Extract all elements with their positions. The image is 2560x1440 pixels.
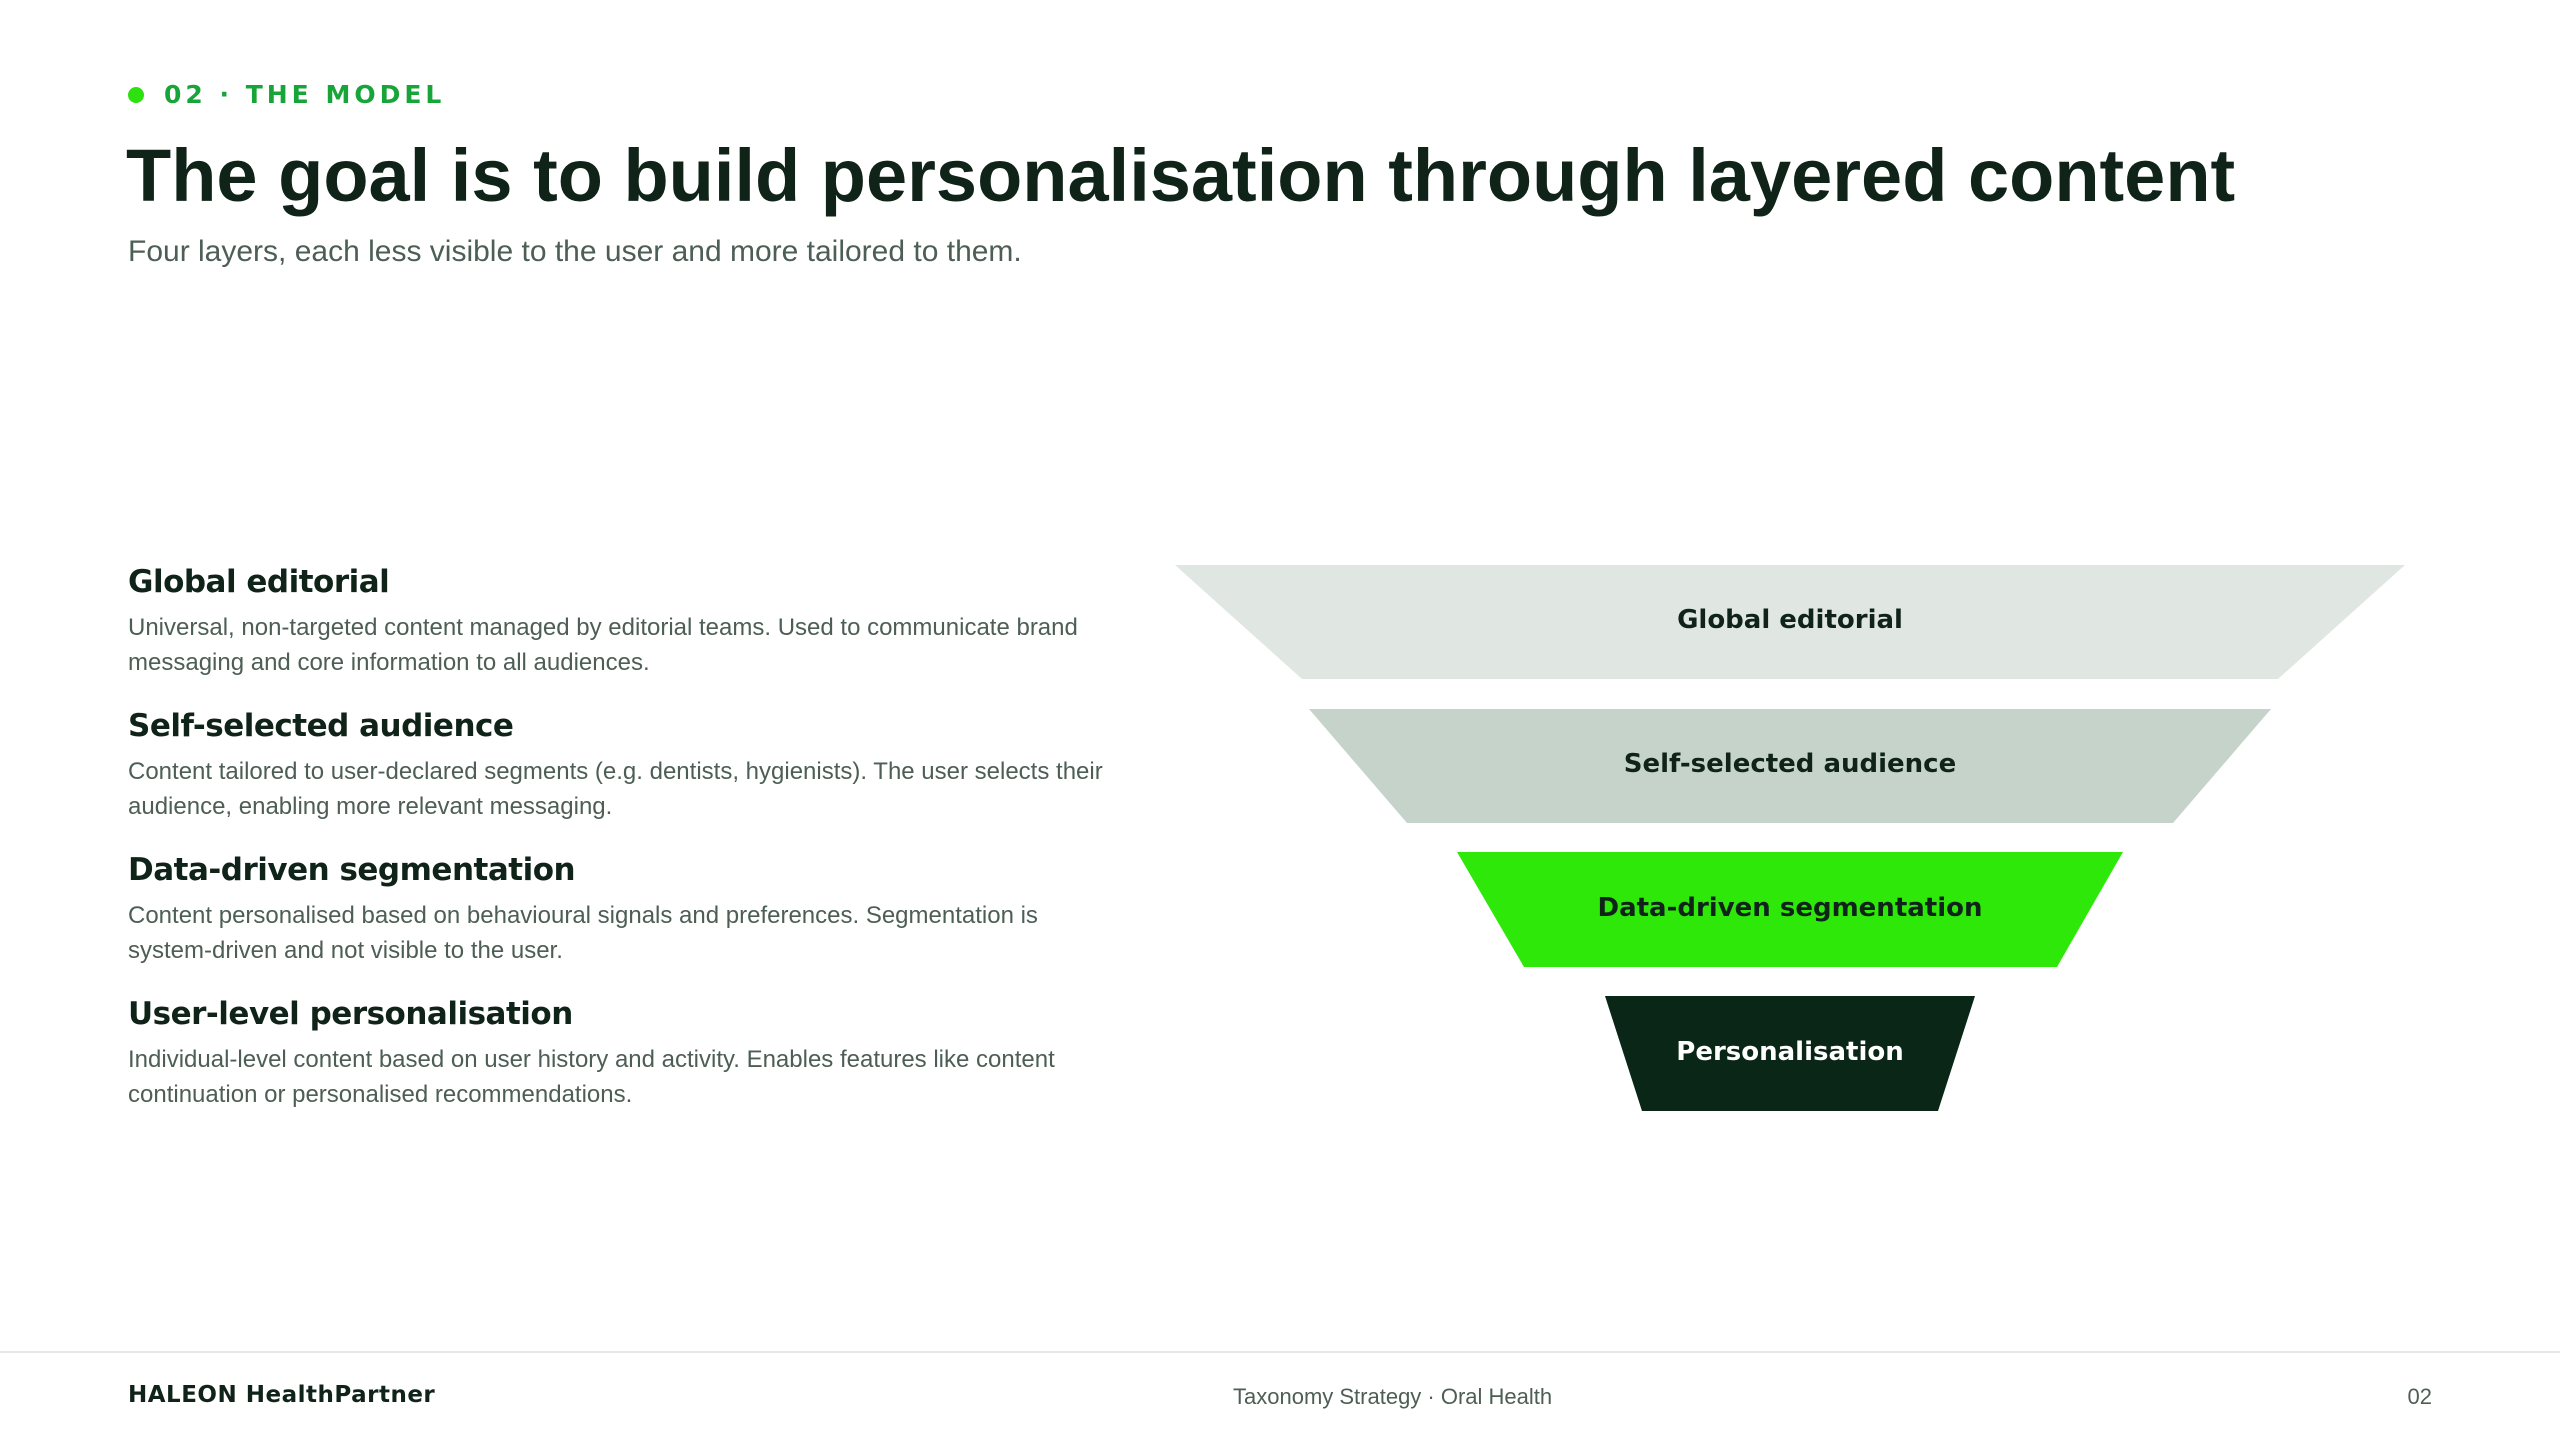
layer-title: Data-driven segmentation — [128, 852, 576, 888]
funnel-layer-personalisation: Personalisation — [1605, 996, 1975, 1111]
page-number: 02 — [2407, 1384, 2432, 1409]
layer-item-data-driven: Data-driven segmentation Content persona… — [128, 848, 1108, 992]
funnel-shape — [1309, 709, 2271, 823]
funnel-shape — [1175, 565, 2405, 679]
eyebrow-dot-icon — [128, 86, 144, 103]
page-title: The goal is to build personalisation thr… — [126, 134, 2236, 217]
layer-item-global: Global editorial Universal, non-targeted… — [128, 560, 1108, 704]
funnel-shape — [1457, 852, 2123, 967]
layer-list: Global editorial Universal, non-targeted… — [128, 560, 1108, 1136]
layer-description: Universal, non-targeted content managed … — [128, 614, 1078, 676]
funnel-layer-data-driven: Data-driven segmentation — [1457, 852, 2123, 967]
layer-description: Content tailored to user-declared segmen… — [128, 758, 1103, 820]
layer-title: Global editorial — [128, 564, 390, 600]
layer-title: Self-selected audience — [128, 708, 514, 744]
funnel-label: Data-driven segmentation — [1597, 893, 1982, 923]
footer-divider — [0, 1351, 2560, 1353]
funnel-layer-global: Global editorial — [1175, 565, 2405, 679]
funnel-label: Personalisation — [1676, 1037, 1903, 1067]
funnel-label: Global editorial — [1677, 605, 1903, 635]
eyebrow-label: 02 · THE MODEL — [164, 80, 446, 109]
funnel-layer-self-selected: Self-selected audience — [1309, 709, 2271, 823]
footer-caption: Taxonomy Strategy · Oral Health — [1233, 1384, 1553, 1409]
page-subtitle: Four layers, each less visible to the us… — [128, 235, 1022, 268]
brand-logo: HALEON HealthPartner — [128, 1382, 436, 1408]
layer-item-user-level: User-level personalisation Individual-le… — [128, 992, 1108, 1136]
layer-title: User-level personalisation — [128, 996, 573, 1032]
layer-description: Content personalised based on behavioura… — [128, 902, 1038, 964]
funnel-shape — [1605, 996, 1975, 1111]
funnel-label: Self-selected audience — [1624, 749, 1956, 779]
layer-description: Individual-level content based on user h… — [128, 1046, 1055, 1108]
section-eyebrow: 02 · THE MODEL — [128, 80, 445, 109]
layer-item-self-selected: Self-selected audience Content tailored … — [128, 704, 1108, 848]
